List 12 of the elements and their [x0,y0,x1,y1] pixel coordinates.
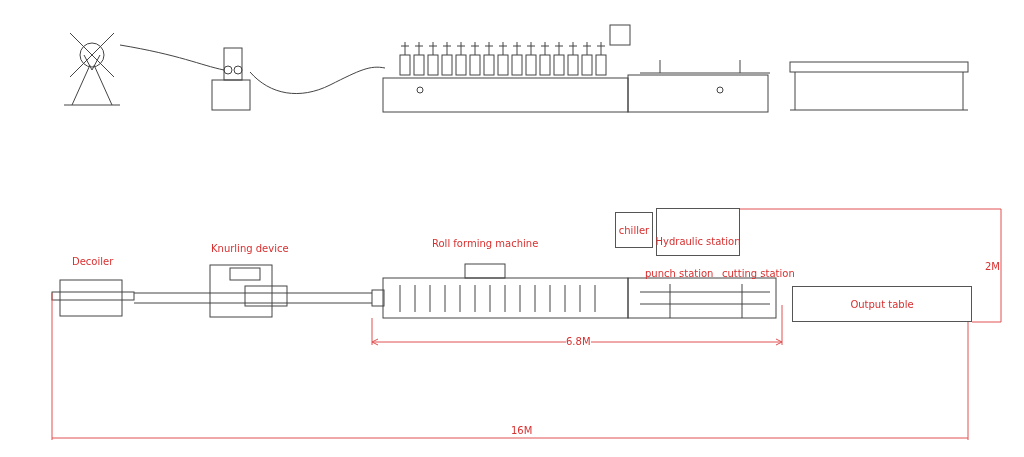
part-label: cutting station [722,268,795,279]
equipment-box [792,286,972,322]
part-label: Knurling device [211,243,289,254]
part-label: Roll forming machine [432,238,539,249]
dimension-label: 6.8M [566,336,591,347]
equipment-box [615,212,653,248]
equipment-label: chiller [618,224,650,236]
equipment-label: Output table [850,298,914,310]
part-label: punch station [645,268,714,279]
dimension-label: 16M [511,425,533,436]
part-label: Decoiler [72,256,114,267]
dimension-label: 2M [985,261,1000,272]
